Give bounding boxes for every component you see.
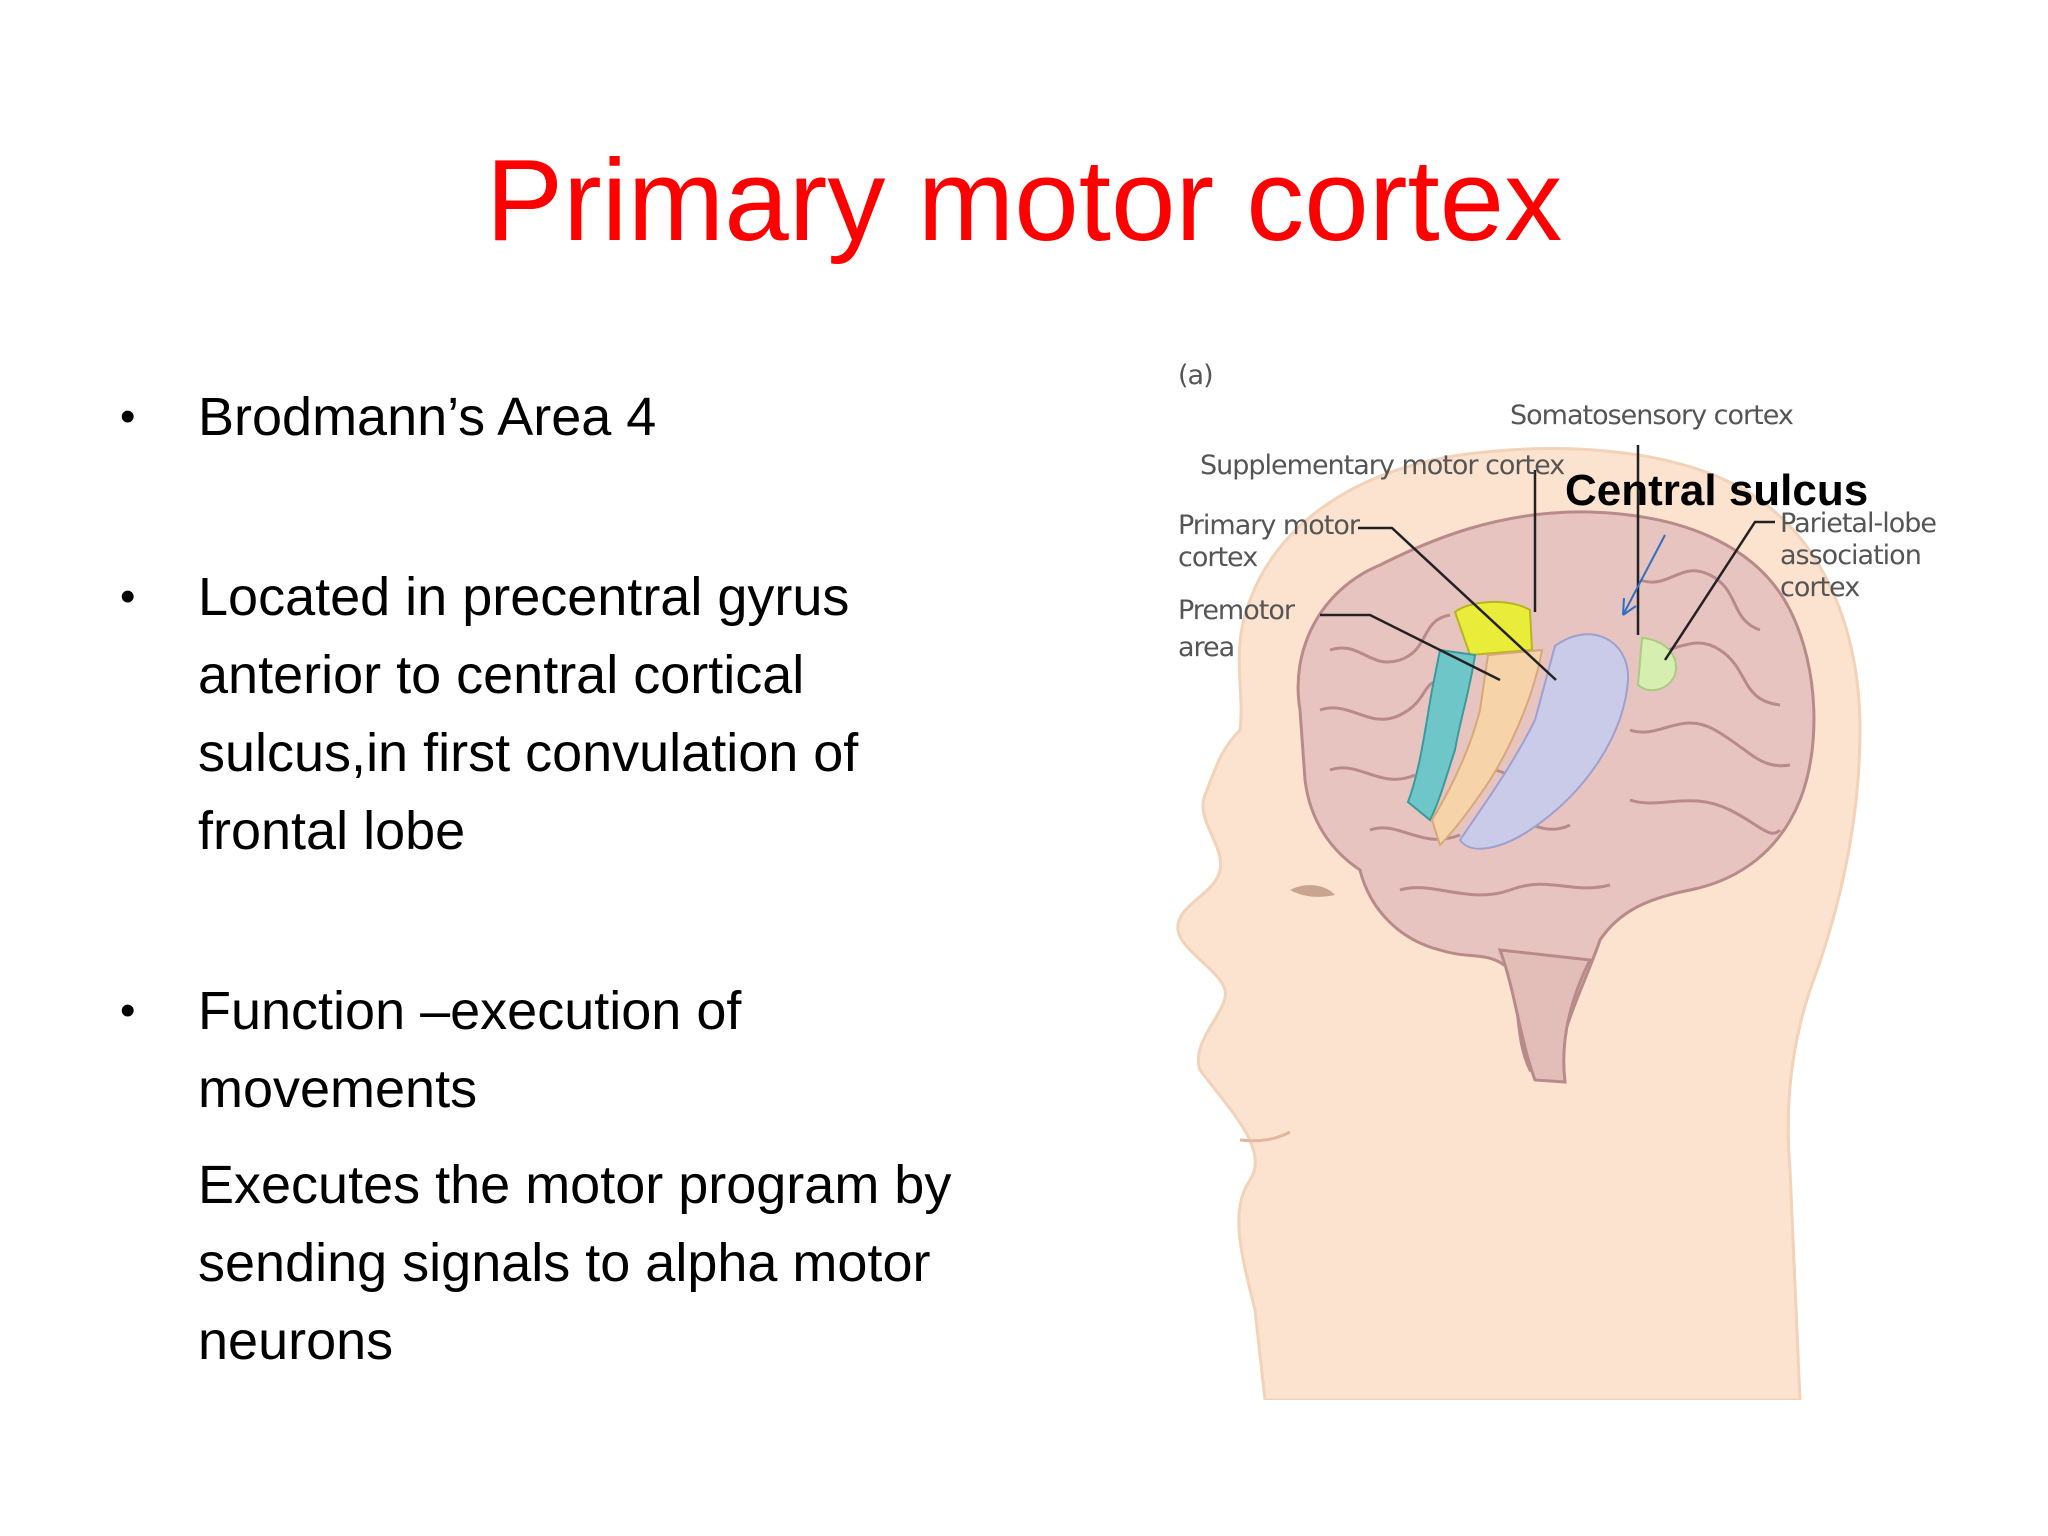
bullet-item: • Brodmann’s Area 4 — [120, 378, 1000, 456]
primary-motor-label-2: cortex — [1178, 542, 1258, 573]
supplementary-label: Supplementary motor cortex — [1200, 450, 1565, 481]
somatosensory-label: Somatosensory cortex — [1510, 400, 1794, 431]
parietal-label-2: association — [1780, 540, 1922, 571]
leader-lines — [1320, 445, 1775, 682]
parietal-area — [1636, 636, 1677, 692]
panel-label: (a) — [1178, 360, 1214, 391]
bullet-text: Located in precentral gyrus anterior to … — [198, 567, 859, 861]
parietal-label-3: cortex — [1780, 572, 1860, 603]
slide-title: Primary motor cortex — [485, 135, 1563, 265]
brainstem — [1497, 948, 1593, 1084]
somatosensory-area — [1458, 633, 1630, 850]
bullet-text: Brodmann’s Area 4 — [198, 387, 657, 447]
supplementary-area — [1453, 601, 1534, 657]
bullet-text: Function –execution of movements — [198, 981, 742, 1119]
primary-motor-area — [1430, 648, 1544, 847]
premotor-label-2: area — [1178, 632, 1235, 663]
eye — [1290, 885, 1335, 897]
parietal-label-1: Parietal-lobe — [1780, 508, 1937, 539]
central-sulcus-label: Central sulcus — [1565, 466, 1869, 515]
bullet-symbol: • — [120, 572, 136, 621]
bullet-item: • Located in precentral gyrus anterior t… — [120, 558, 1000, 870]
premotor-area — [1406, 648, 1477, 822]
bullet-symbol: • — [120, 392, 136, 441]
bullet-subtext: Executes the motor program by sending si… — [198, 1155, 952, 1371]
bullet-list: • Brodmann’s Area 4 • Located in precent… — [120, 378, 1000, 1380]
bullet-symbol: • — [120, 986, 136, 1035]
bullet-item: • Function –execution of movements — [120, 972, 1000, 1128]
brain-illustration: (a) Somatosensory cortex Supplementary m… — [1170, 350, 1990, 1400]
mouth — [1239, 1130, 1291, 1143]
premotor-label-1: Premotor — [1178, 595, 1295, 626]
central-sulcus-arrow — [1622, 534, 1666, 616]
brain-diagram-svg — [1176, 445, 1862, 1400]
primary-motor-label-1: Primary motor — [1178, 510, 1360, 541]
